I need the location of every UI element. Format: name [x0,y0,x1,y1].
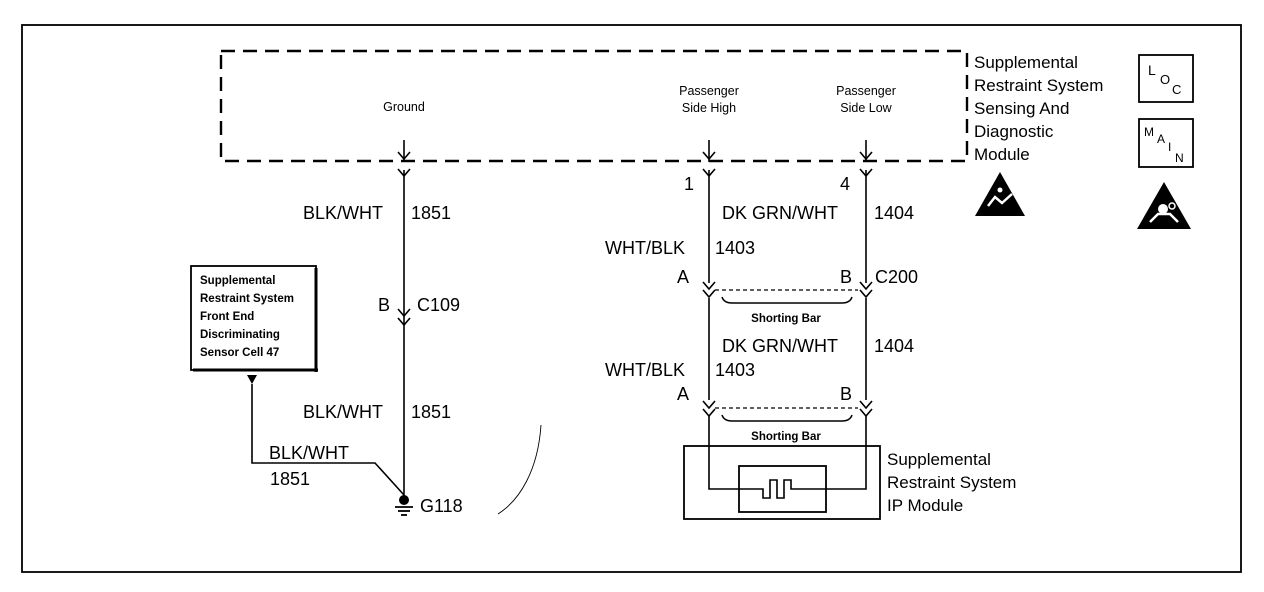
sdm-label-line-3: Sensing And [974,99,1069,118]
main-icon: M A I N [1138,118,1194,168]
shorting-bar-2 [715,407,858,422]
upper-high-wire-color: WHT/BLK [605,238,685,258]
pin-label-pass-low-2: Side Low [840,101,892,115]
lower-high-wire-color: WHT/BLK [605,360,685,380]
c109-name: C109 [417,295,460,315]
shorting-bar-1-label: Shorting Bar [751,313,821,325]
svg-text:L: L [1148,62,1156,78]
svg-text:M: M [1144,125,1154,139]
ground-symbol [395,495,413,516]
sdm-label-line-1: Supplemental [974,53,1078,72]
sensor-terminal-arrow [247,375,257,384]
esd-warning-icon [975,172,1025,216]
ground-wire-upper-color: BLK/WHT [303,203,383,223]
ground-wire-lower-circuit: 1851 [411,402,451,422]
ip-module-label: Supplemental Restraint System IP Module [887,450,1016,515]
lower-high-wire-circuit: 1403 [715,360,755,380]
pin-label-ground: Ground [383,100,425,114]
sdm-label-line-5: Module [974,145,1030,164]
upper-high-wire-circuit: 1403 [715,238,755,258]
upper-low-wire-circuit: 1404 [874,203,914,223]
svg-text:O: O [1160,72,1170,87]
svg-text:Restraint System: Restraint System [887,473,1016,492]
sdm-module-box [219,49,969,163]
svg-text:I: I [1168,140,1171,154]
ground-point-label: G118 [420,496,463,516]
sensor-ground-wire [251,384,405,496]
ip-module-squib-circuit [708,416,867,499]
airbag-warning-icon [1137,182,1191,229]
c200-connector-symbol [702,281,873,299]
scan-artifact-curve [497,424,542,515]
c109-pin: B [378,295,390,315]
svg-text:A: A [1157,132,1165,146]
sdm-label-line-2: Restraint System [974,76,1103,95]
sdm-label-line-4: Diagnostic [974,122,1054,141]
ground-wire-lower-color: BLK/WHT [303,402,383,422]
lower-low-wire-circuit: 1404 [874,336,914,356]
svg-text:Restraint System: Restraint System [200,293,294,305]
svg-text:Discriminating: Discriminating [200,329,280,341]
svg-text:Supplemental: Supplemental [200,275,275,287]
c200-pin-b: B [840,267,852,287]
c200-name: C200 [875,267,918,287]
shorting-bar-1 [715,289,858,304]
pin-label-pass-high-2: Side High [682,101,736,115]
svg-text:IP Module: IP Module [887,496,963,515]
svg-text:Supplemental: Supplemental [887,450,991,469]
c109-connector-symbol [397,308,411,327]
loc-icon: L O C [1138,54,1194,103]
shorting-bar-2-label: Shorting Bar [751,431,821,443]
lower-conn-pin-b: B [840,384,852,404]
diagram-frame [21,24,1242,573]
pin-label-pass-low-1: Passenger [836,84,896,98]
lower-conn-pin-a: A [677,384,689,404]
svg-text:N: N [1175,151,1184,165]
lower-low-wire-color: DK GRN/WHT [722,336,838,356]
c200-pin-a: A [677,267,689,287]
pin-number-high: 1 [684,174,694,194]
sensor-wire-circuit: 1851 [270,469,310,489]
sdm-module-label: Supplemental Restraint System Sensing An… [974,53,1103,164]
ground-wire-upper-circuit: 1851 [411,203,451,223]
svg-text:C: C [1172,82,1181,97]
front-sensor-label: Supplemental Restraint System Front End … [200,275,294,359]
pin-label-pass-high-1: Passenger [679,84,739,98]
upper-low-wire-color: DK GRN/WHT [722,203,838,223]
sensor-wire-color: BLK/WHT [269,443,349,463]
svg-text:Front End: Front End [200,311,254,323]
pin-number-low: 4 [840,174,850,194]
svg-text:Sensor Cell 47: Sensor Cell 47 [200,347,279,359]
ip-module-box [683,445,881,520]
